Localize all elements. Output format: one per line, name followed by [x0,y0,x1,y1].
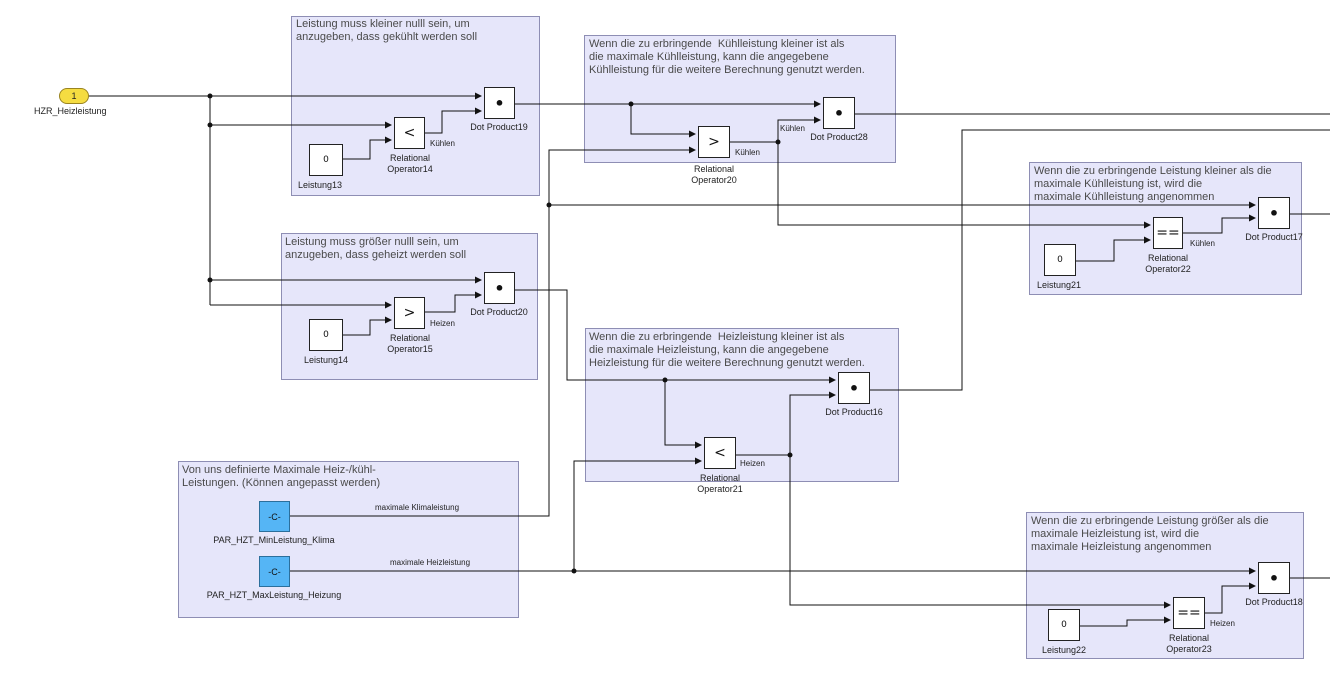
constant-leistung13[interactable]: 0 [309,144,343,176]
area-heating-limit [585,328,899,482]
relational-operator22[interactable]: == [1153,217,1183,249]
label-rel15: Relational Operator15 [387,333,433,354]
signal-label-kuehlen-rel20: Kühlen [735,148,760,157]
constant-leistung14[interactable]: 0 [309,319,343,351]
label-rel20: Relational Operator20 [691,164,737,185]
dot-product28[interactable]: • [823,97,855,129]
dot-product19[interactable]: • [484,87,515,119]
constant-leistung21[interactable]: 0 [1044,244,1076,276]
label-rel14: Relational Operator14 [387,153,433,174]
signal-label-heizen-rel21: Heizen [740,459,765,468]
label-rel22: Relational Operator22 [1145,253,1191,274]
label-dp18: Dot Product18 [1245,597,1303,607]
dot-product17[interactable]: • [1258,197,1290,229]
label-leistung14: Leistung14 [303,355,349,365]
relational-operator23[interactable]: == [1173,597,1205,629]
label-rel23: Relational Operator23 [1166,633,1212,654]
inport-1[interactable]: 1 [59,88,89,104]
signal-label-heizen-rel15: Heizen [430,319,455,328]
label-leistung13: Leistung13 [297,180,343,190]
area-cooling-max-text: Wenn die zu erbringende Leistung kleiner… [1034,165,1272,203]
label-leistung22: Leistung22 [1041,645,1087,655]
label-rel21: Relational Operator21 [697,473,743,494]
area-heating-sign-text: Leistung muss größer nulll sein, um anzu… [285,236,467,261]
label-dp20: Dot Product20 [470,307,528,317]
area-parameters [178,461,519,618]
label-dp17: Dot Product17 [1245,232,1303,242]
label-par-heizung: PAR_HZT_MaxLeistung_Heizung [206,590,342,600]
signal-label-kuehlen-dp28: Kühlen [780,124,805,133]
dot-product20[interactable]: • [484,272,515,304]
signal-label-max-heiz: maximale Heizleistung [390,558,471,567]
relational-operator14[interactable]: < [394,117,425,149]
relational-operator21[interactable]: < [704,437,736,469]
dot-product18[interactable]: • [1258,562,1290,594]
dot-product16[interactable]: • [838,372,870,404]
label-dp28: Dot Product28 [810,132,868,142]
label-par-klima: PAR_HZT_MinLeistung_Klima [213,535,335,545]
relational-operator20[interactable]: > [698,126,730,158]
signal-label-kuehlen-rel14: Kühlen [430,139,455,148]
area-heating-max-text: Wenn die zu erbringende Leistung größer … [1031,515,1269,553]
area-cooling-sign-text: Leistung muss kleiner nulll sein, um anz… [296,18,478,43]
label-leistung21: Leistung21 [1036,280,1082,290]
label-dp16: Dot Product16 [825,407,883,417]
area-parameters-text: Von uns definierte Maximale Heiz-/kühl- … [182,464,381,489]
signal-label-max-klima: maximale Klimaleistung [375,503,460,512]
constant-par-heizung[interactable]: -C- [259,556,290,587]
area-cooling-limit-text: Wenn die zu erbringende Kühlleistung kle… [589,38,865,76]
signal-label-heizen-rel23: Heizen [1210,619,1235,628]
constant-leistung22[interactable]: 0 [1048,609,1080,641]
inport-label: HZR_Heizleistung [34,106,107,116]
label-dp19: Dot Product19 [470,122,528,132]
relational-operator15[interactable]: > [394,297,425,329]
signal-label-kuehlen-rel22: Kühlen [1190,239,1215,248]
constant-par-klima[interactable]: -C- [259,501,290,532]
area-heating-limit-text: Wenn die zu erbringende Heizleistung kle… [589,331,865,369]
